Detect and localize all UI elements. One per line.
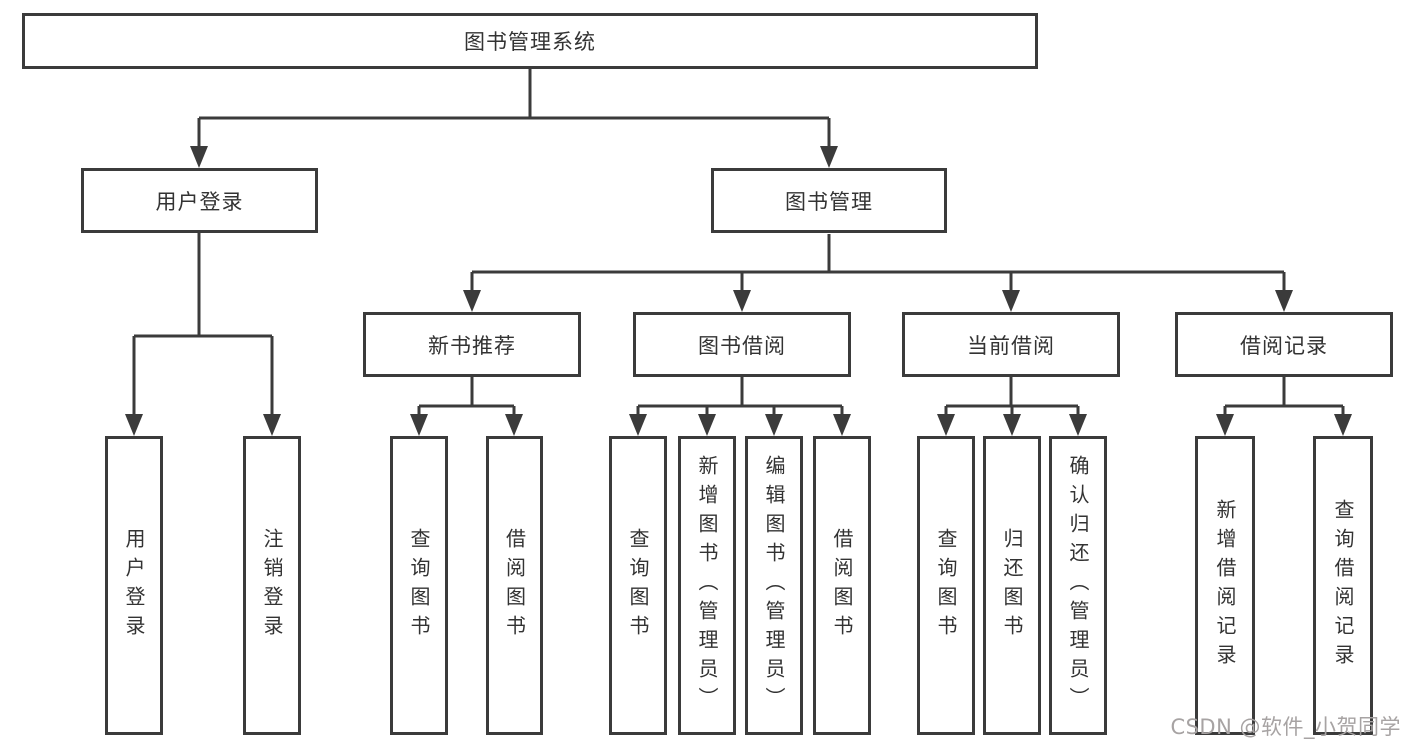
node-leaf-query-borrow-record: 查询借阅记录 <box>1313 436 1373 735</box>
node-label: 查询图书 <box>934 527 958 644</box>
node-label: 新增图书（管理员） <box>695 455 719 716</box>
node-label: 用户登录 <box>122 527 146 644</box>
node-label: 用户登录 <box>155 189 244 214</box>
node-library-management-system: 图书管理系统 <box>22 13 1038 69</box>
node-leaf-user-login: 用户登录 <box>105 436 163 735</box>
node-leaf-query-books-recommend: 查询图书 <box>390 436 448 735</box>
node-label: 确认归还（管理员） <box>1066 455 1090 716</box>
watermark: CSDN @软件_小贺同学 <box>1170 715 1401 739</box>
node-label: 借阅图书 <box>502 527 527 644</box>
arrowhead-icon <box>1002 290 1020 312</box>
node-borrow-records: 借阅记录 <box>1175 312 1393 377</box>
node-leaf-edit-books-admin: 编辑图书（管理员） <box>745 436 803 735</box>
node-label: 图书管理 <box>785 189 873 214</box>
arrowhead-icon <box>1216 414 1234 436</box>
node-leaf-logout: 注销登录 <box>243 436 301 735</box>
arrowhead-icon <box>1069 414 1087 436</box>
node-current-borrow: 当前借阅 <box>902 312 1120 377</box>
node-leaf-confirm-return-admin: 确认归还（管理员） <box>1049 436 1107 735</box>
arrowhead-icon <box>263 414 281 436</box>
node-label: 查询图书 <box>407 527 431 644</box>
node-label: 注销登录 <box>260 527 284 644</box>
node-leaf-add-borrow-record: 新增借阅记录 <box>1195 436 1255 735</box>
node-label: 查询借阅记录 <box>1331 498 1355 673</box>
node-label: 查询图书 <box>626 527 650 644</box>
arrowhead-icon <box>190 146 208 168</box>
arrowhead-icon <box>1003 414 1021 436</box>
node-leaf-query-books-borrow: 查询图书 <box>609 436 667 735</box>
node-label: 归还图书 <box>1000 527 1024 644</box>
arrowhead-icon <box>410 414 428 436</box>
node-label: 编辑图书（管理员） <box>762 455 786 716</box>
arrowhead-icon <box>698 414 716 436</box>
node-label: 图书管理系统 <box>464 30 596 54</box>
node-label: 新增借阅记录 <box>1213 498 1237 673</box>
node-leaf-query-books-current: 查询图书 <box>917 436 975 735</box>
arrowhead-icon <box>833 414 851 436</box>
node-leaf-borrow-books: 借阅图书 <box>813 436 871 735</box>
node-user-login: 用户登录 <box>81 168 318 233</box>
node-label: 图书借阅 <box>698 333 786 358</box>
arrowhead-icon <box>629 414 647 436</box>
arrowhead-icon <box>937 414 955 436</box>
node-label: 借阅图书 <box>830 527 854 644</box>
node-book-management: 图书管理 <box>711 168 947 233</box>
node-book-borrow: 图书借阅 <box>633 312 851 377</box>
node-label: 借阅记录 <box>1240 333 1328 358</box>
node-leaf-add-books-admin: 新增图书（管理员） <box>678 436 736 735</box>
node-label: 新书推荐 <box>428 333 516 358</box>
arrowhead-icon <box>1275 290 1293 312</box>
node-leaf-borrow-books-recommend: 借阅图书 <box>486 436 543 735</box>
arrowhead-icon <box>463 290 481 312</box>
arrowhead-icon <box>820 146 838 168</box>
arrowhead-icon <box>1334 414 1352 436</box>
node-new-book-recommend: 新书推荐 <box>363 312 581 377</box>
arrowhead-icon <box>733 290 751 312</box>
node-label: 当前借阅 <box>967 333 1055 358</box>
arrowhead-icon <box>765 414 783 436</box>
arrowhead-icon <box>125 414 143 436</box>
arrowhead-icon <box>505 414 523 436</box>
node-leaf-return-books: 归还图书 <box>983 436 1041 735</box>
